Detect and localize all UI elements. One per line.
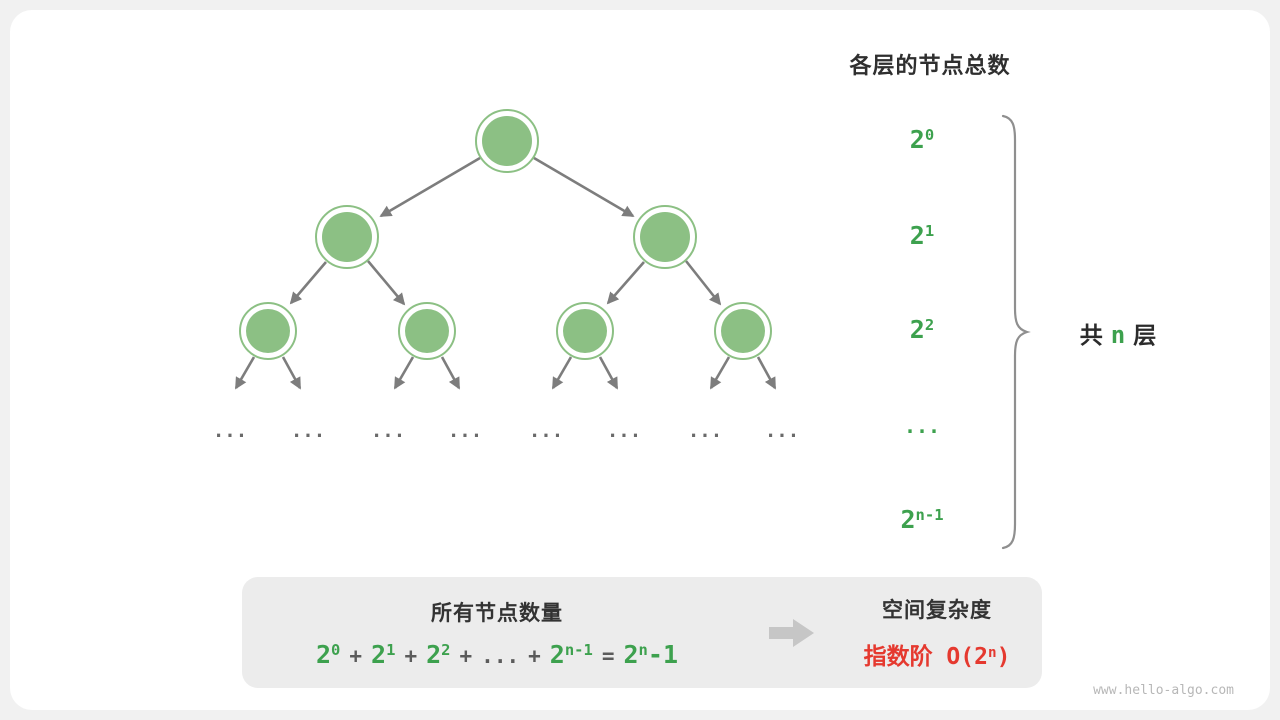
level-label-2: 22 [909,315,935,344]
tree-ellipsis: ... [212,420,248,442]
level-label-1: 21 [909,221,935,250]
formula-term: 2n-1 [549,639,593,669]
tree-ellipsis: ... [606,420,642,442]
right-arrow-icon [752,618,832,648]
tree-ellipsis: ... [687,420,723,442]
tree-ellipsis: ... [370,420,406,442]
layer-count-header: 各层的节点总数 [849,53,1011,78]
level-label-ellipsis: ... [903,414,941,438]
node-count-formula: 20 + 21 + 22 + ... + 2n-1 = 2n-1 [315,639,678,669]
summary-box: 所有节点数量 20 + 21 + 22 + ... + 2n-1 = 2n-1 … [242,577,1042,688]
formula-term: 20 [315,639,341,669]
watermark: www.hello-algo.com [1093,683,1234,698]
formula-ellipsis: ... [481,643,520,668]
tree-ellipsis: ... [290,420,326,442]
tree-ellipsis: ... [447,420,483,442]
formula-result: 2n-1 [623,639,678,669]
tree-ellipsis: ... [528,420,564,442]
formula-term: 22 [426,639,451,669]
formula-term: 21 [371,639,396,669]
level-label-n-minus-1: 2n-1 [900,505,944,534]
complexity-title: 空间复杂度 [882,599,992,622]
node-count-column: 所有节点数量 20 + 21 + 22 + ... + 2n-1 = 2n-1 [242,597,752,669]
tree-ellipsis: ... [764,420,800,442]
node-count-title: 所有节点数量 [431,601,563,625]
level-label-0: 20 [909,125,935,154]
